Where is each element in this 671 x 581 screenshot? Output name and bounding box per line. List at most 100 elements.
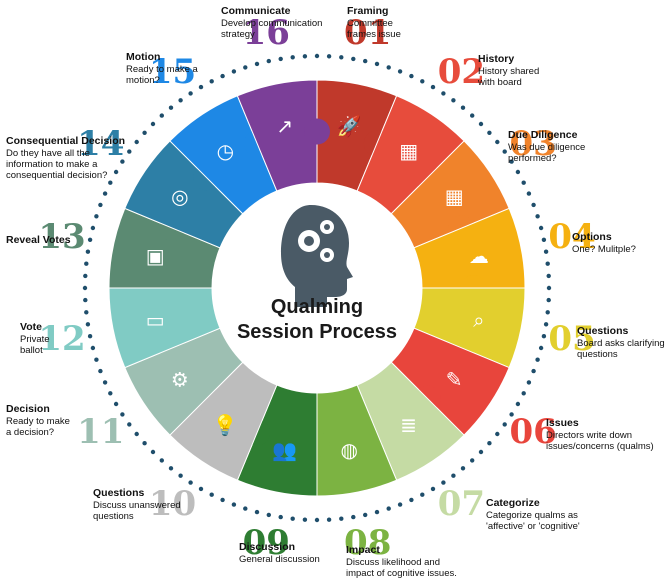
step-number-08: 08	[344, 523, 392, 563]
ring-dot	[409, 73, 414, 79]
ring-dot	[526, 191, 532, 196]
ring-dot	[84, 310, 89, 315]
ring-dot	[543, 322, 549, 327]
ring-dot	[82, 285, 88, 291]
ring-dot	[526, 380, 532, 385]
ring-dot	[430, 486, 436, 492]
ring-dot	[90, 345, 96, 351]
ring-dot	[150, 121, 156, 127]
calendar-icon: ▦	[399, 139, 418, 163]
ring-dot	[168, 466, 174, 471]
step-title: Questions	[577, 325, 629, 337]
step-description: Board asks clarifying questions	[577, 338, 665, 360]
ring-dot	[94, 214, 99, 219]
ring-dot	[420, 492, 425, 497]
ring-dot	[198, 486, 204, 492]
step-number-02: 02	[437, 51, 486, 92]
step-title: Options	[572, 231, 612, 243]
briefcase-icon: ▣	[146, 244, 165, 268]
center-title-line1: Qualming	[271, 296, 363, 318]
ring-dot	[339, 55, 344, 60]
step-description: Committee frames issue	[347, 18, 401, 40]
ring-dot	[178, 473, 183, 478]
ring-dot	[538, 345, 544, 351]
step-description: Was due diligence performed?	[508, 142, 586, 164]
step-label-13: Reveal Votes	[6, 235, 71, 247]
step-title: Questions	[93, 487, 145, 499]
step-title: History	[478, 53, 515, 65]
step-number-03: 03	[509, 123, 557, 164]
gear-icon: ⚙	[171, 368, 189, 392]
ring-dot	[515, 401, 521, 407]
ring-dot	[168, 105, 174, 110]
ring-dot	[487, 441, 492, 446]
step-title: Reveal Votes	[6, 234, 71, 246]
step-number-11: 11	[77, 412, 125, 453]
ring-dot	[94, 357, 99, 362]
ring-dot	[535, 214, 540, 219]
ring-dot	[134, 431, 139, 437]
ring-dot	[531, 368, 536, 374]
ring-dot	[87, 334, 93, 339]
ring-dot	[90, 225, 96, 231]
ring-dot	[451, 473, 456, 478]
step-description: One? Mulitple?	[572, 244, 636, 255]
ring-dot	[451, 98, 456, 103]
ring-dot	[108, 391, 113, 396]
ring-dot	[521, 180, 526, 185]
ring-dot	[188, 480, 193, 485]
ring-dot	[314, 53, 320, 59]
ring-dot	[134, 139, 139, 145]
ring-dot	[108, 180, 113, 185]
ring-dot	[460, 466, 466, 471]
step-number-01: 01	[344, 12, 392, 53]
ring-dot	[541, 237, 547, 242]
head-gears-icon	[281, 205, 353, 307]
ring-dot	[363, 58, 368, 64]
ring-dot	[290, 55, 295, 60]
step-number-14: 14	[77, 123, 125, 164]
ring-dot	[397, 502, 403, 507]
ring-dot	[278, 514, 283, 520]
ring-dot	[142, 441, 147, 446]
clock-icon: ◷	[217, 139, 234, 163]
step-description: General discussion	[239, 554, 320, 565]
ring-dot	[314, 517, 320, 523]
ring-dot	[266, 58, 271, 64]
puzzle-segments	[108, 79, 526, 497]
step-title: Categorize	[486, 497, 540, 509]
ring-dot	[460, 105, 466, 110]
ring-dot	[231, 502, 237, 507]
ring-dot	[231, 69, 237, 74]
ring-dot	[531, 202, 536, 208]
ring-dot	[290, 516, 295, 521]
ring-dot	[509, 412, 514, 417]
ring-dot	[535, 357, 540, 362]
dotted-ring	[82, 53, 552, 523]
ring-dot	[302, 54, 308, 59]
ring-dot	[515, 169, 521, 175]
center-title-line2: Session Process	[237, 321, 397, 343]
ring-dot	[127, 149, 132, 154]
rocket-icon: 🚀	[337, 114, 362, 138]
ring-dot	[243, 65, 248, 70]
globe-icon: ◍	[340, 438, 357, 462]
step-title: Vote	[20, 321, 42, 333]
step-number-15: 15	[148, 51, 197, 92]
ring-dot	[541, 334, 547, 339]
ring-dot	[351, 56, 356, 62]
ring-dot	[83, 273, 88, 279]
ring-dot	[478, 449, 484, 455]
ring-dot	[521, 391, 526, 396]
brain-icon: ☁	[469, 244, 489, 268]
step-description: Ready to make a motion?	[126, 64, 198, 86]
ring-dot	[495, 431, 500, 437]
lightbulb-icon: 💡	[213, 413, 238, 437]
